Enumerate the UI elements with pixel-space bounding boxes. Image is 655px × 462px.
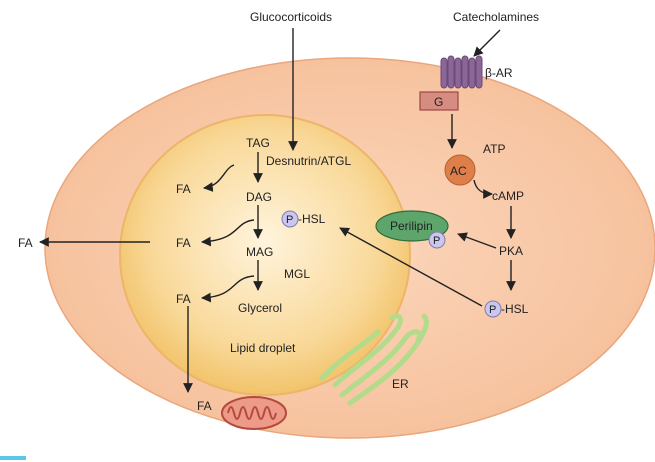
label-lipid-droplet: Lipid droplet — [230, 341, 296, 355]
er-organelle — [319, 313, 429, 406]
label-fa-out: FA — [18, 236, 33, 250]
hsl-phospho-cytosol — [484, 300, 502, 318]
label-mgl: MGL — [284, 267, 310, 281]
label-er: ER — [392, 377, 409, 391]
corner-bar — [0, 456, 26, 460]
label-p-cytosol: P — [489, 304, 496, 316]
label-perilipin-p: P — [433, 235, 440, 247]
label-camp: cAMP — [492, 189, 524, 203]
label-desnutrin-atgl: Desnutrin/ATGL — [266, 154, 351, 168]
ac-enzyme — [444, 154, 476, 186]
label-glucocorticoids: Glucocorticoids — [250, 10, 332, 24]
beta-ar-receptor — [440, 55, 483, 89]
label-glycerol: Glycerol — [238, 301, 282, 315]
label-ac: AC — [450, 164, 467, 178]
label-mag: MAG — [246, 245, 273, 259]
perilipin-phospho — [428, 231, 446, 249]
mitochondrion — [221, 396, 287, 430]
label-fa-1: FA — [176, 182, 191, 196]
hsl-phospho-droplet — [281, 210, 299, 228]
label-p-droplet: P — [286, 214, 293, 226]
label-pka: PKA — [499, 244, 523, 258]
label-fa-mito: FA — [197, 399, 212, 413]
lipid-droplet — [119, 114, 411, 396]
label-tag: TAG — [246, 136, 270, 150]
label-fa-3: FA — [176, 292, 191, 306]
pathway-arrows — [39, 28, 516, 393]
g-protein-box — [419, 91, 459, 111]
label-atp: ATP — [483, 142, 505, 156]
label-fa-2: FA — [176, 236, 191, 250]
label-dag: DAG — [246, 190, 272, 204]
perilipin-protein — [375, 210, 449, 242]
label-hsl-droplet: -HSL — [298, 212, 326, 226]
label-hsl-cytosol: -HSL — [501, 302, 529, 316]
label-perilipin: Perilipin — [390, 219, 433, 233]
label-catecholamines: Catecholamines — [453, 10, 539, 24]
label-beta-ar: β-AR — [485, 66, 513, 80]
label-g: G — [434, 95, 443, 109]
